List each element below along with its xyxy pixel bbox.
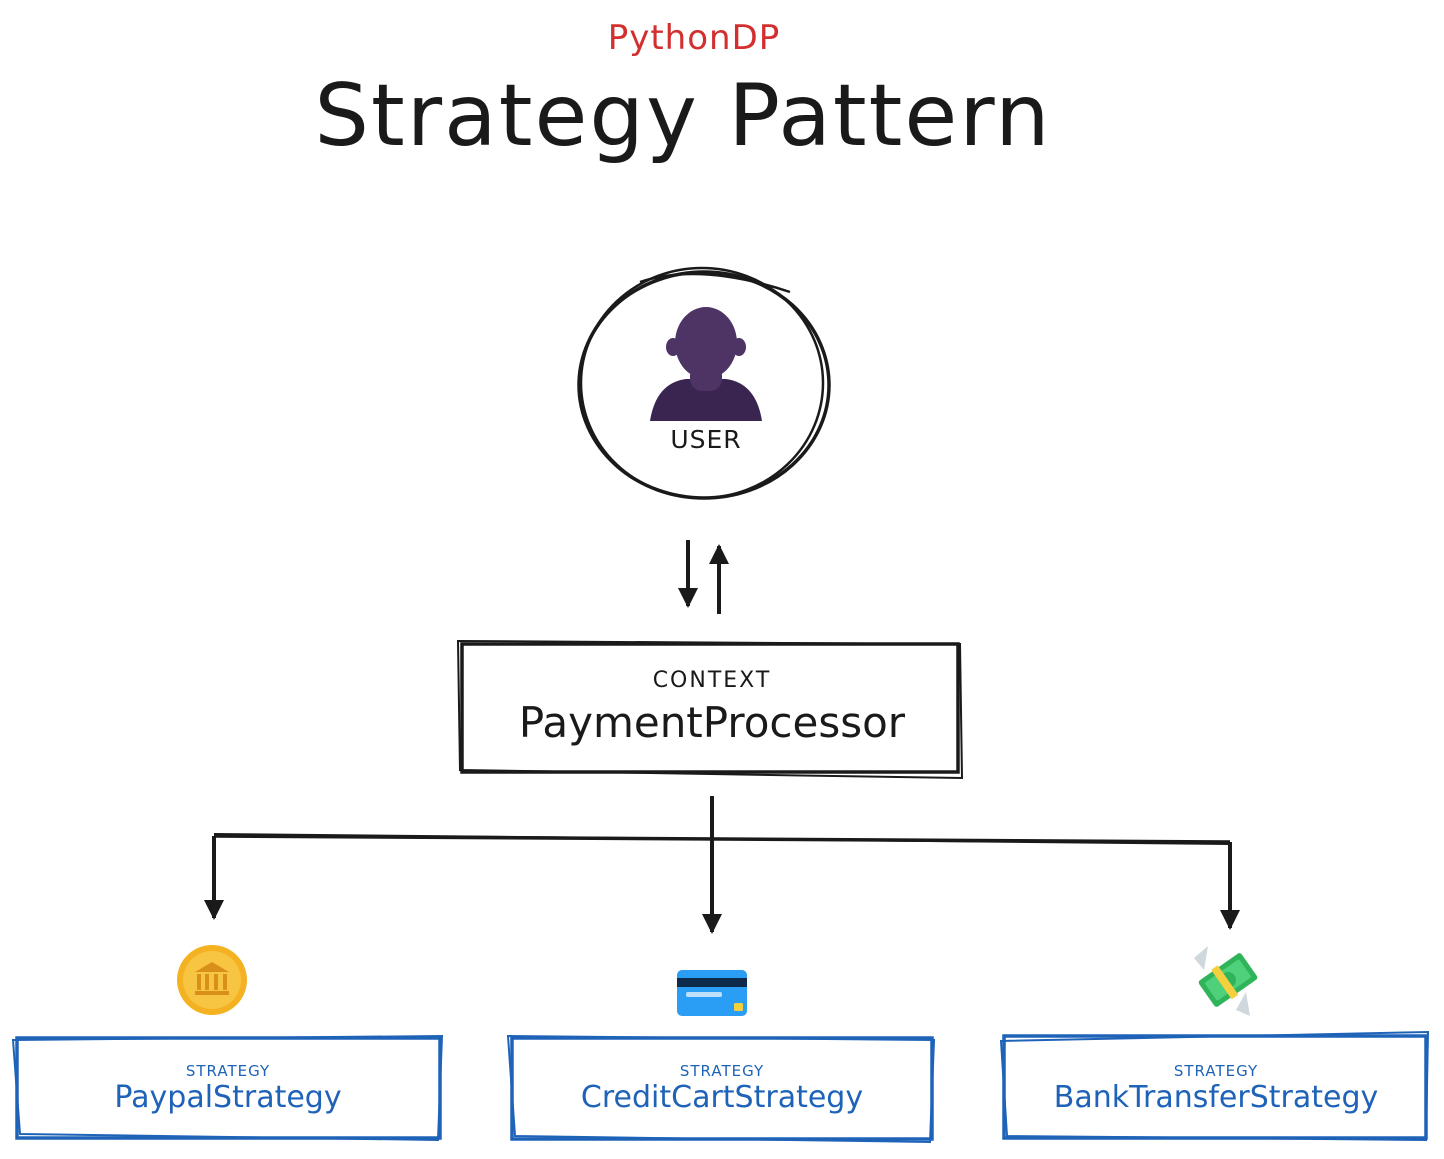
bank-coin-icon (177, 945, 247, 1015)
strategy-box-paypal (11, 1034, 444, 1142)
user-node-label: USER (670, 425, 742, 454)
money-with-wings-icon (1194, 946, 1258, 1016)
strategy-kicker-creditcard: STRATEGY (679, 1062, 765, 1080)
strategy-kicker-banktransfer: STRATEGY (1173, 1062, 1259, 1080)
strategy-kicker-paypal: STRATEGY (185, 1062, 271, 1080)
user-context-arrows (678, 540, 729, 614)
strategy-name-creditcard: CreditCartStrategy (580, 1080, 864, 1115)
strategy-name-paypal: PaypalStrategy (114, 1080, 342, 1115)
context-kicker: CONTEXT (652, 668, 772, 693)
strategy-connectors (204, 796, 1240, 934)
user-icon (650, 307, 762, 421)
strategy-box-creditcard (506, 1034, 936, 1144)
strategy-name-banktransfer: BankTransferStrategy (1053, 1080, 1379, 1115)
strategy-box-banktransfer (999, 1030, 1430, 1142)
brand-label: PythonDP (607, 18, 781, 58)
diagram-title: Strategy Pattern (314, 66, 1052, 166)
context-name: PaymentProcessor (518, 698, 906, 747)
user-node-circle (577, 266, 831, 500)
credit-card-icon (677, 970, 747, 1016)
context-box (456, 639, 964, 780)
